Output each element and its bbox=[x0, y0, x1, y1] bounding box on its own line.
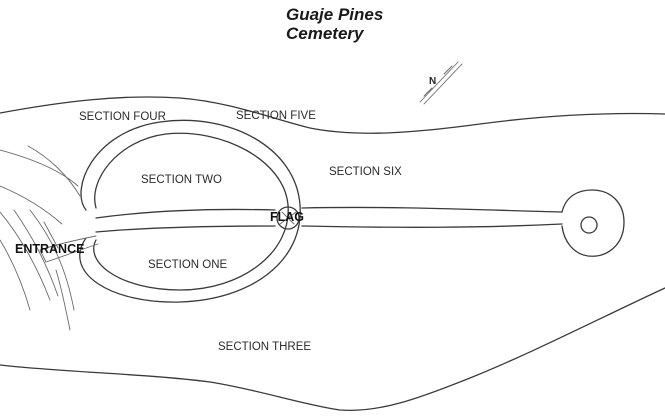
entrance-label: ENTRANCE bbox=[15, 242, 84, 256]
cul-de-sac bbox=[561, 189, 625, 257]
north-arrow-icon bbox=[419, 61, 463, 105]
oval-loop-road bbox=[79, 119, 301, 303]
section-two-label: SECTION TWO bbox=[141, 174, 222, 186]
north-label: N bbox=[429, 76, 436, 87]
flag-label: FLAG bbox=[270, 210, 304, 224]
left-road-lines bbox=[0, 145, 81, 331]
main-road bbox=[301, 206, 563, 228]
section-one-label: SECTION ONE bbox=[148, 259, 228, 271]
section-three-label: SECTION THREE bbox=[218, 341, 311, 353]
section-six-label: SECTION SIX bbox=[329, 166, 402, 178]
map-title-line2: Cemetery bbox=[286, 24, 365, 43]
entrance-road bbox=[39, 235, 99, 263]
map-title-line1: Guaje Pines bbox=[286, 5, 383, 24]
upper-boundary-line bbox=[0, 96, 665, 134]
section-five-label: SECTION FIVE bbox=[236, 110, 316, 122]
section-four-label: SECTION FOUR bbox=[79, 111, 166, 123]
lower-boundary-line bbox=[0, 287, 665, 412]
center-road bbox=[95, 208, 276, 233]
flag-circle-icon bbox=[276, 206, 300, 230]
